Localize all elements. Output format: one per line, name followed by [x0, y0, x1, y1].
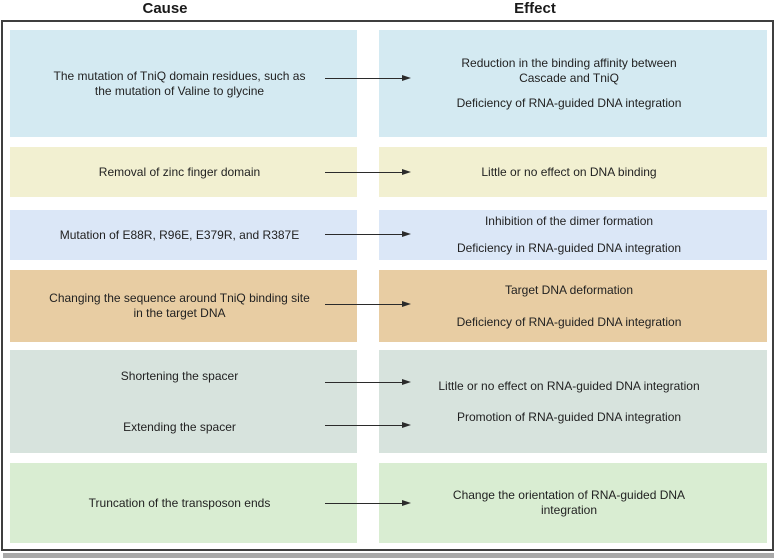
- arrow-shaft: [325, 303, 404, 306]
- arrow-head: [402, 169, 411, 175]
- row-2-effect-box: Little or no effect on DNA binding: [379, 147, 767, 197]
- arrow-shaft: [325, 77, 404, 80]
- effect-text: Promotion of RNA-guided DNA integration: [456, 409, 682, 424]
- arrow-shaft: [325, 424, 404, 427]
- arrow-head: [402, 379, 411, 385]
- right-arrow-icon: [325, 500, 411, 507]
- right-arrow-icon: [325, 75, 411, 82]
- effect-text: Reduction in the binding affinity betwee…: [461, 56, 677, 85]
- cause-text: Removal of zinc finger domain: [98, 164, 261, 179]
- arrow-head: [402, 301, 411, 307]
- arrow-shaft: [325, 381, 404, 384]
- right-arrow-icon: [325, 301, 411, 308]
- right-arrow-icon: [325, 169, 411, 176]
- row-1-cause-box: The mutation of TniQ domain residues, su…: [10, 30, 357, 137]
- row-6-effect-box: Change the orientation of RNA-guided DNA…: [379, 463, 767, 543]
- cause-text: Extending the spacer: [123, 419, 236, 434]
- arrow-head: [402, 75, 411, 81]
- effect-text: Target DNA deformation: [504, 282, 634, 297]
- arrow-shaft: [325, 171, 404, 174]
- row-4-effect-box: Target DNA deformation Deficiency of RNA…: [379, 270, 767, 342]
- row-5-cause-box: Shortening the spacer Extending the spac…: [10, 350, 357, 453]
- row-2-cause-box: Removal of zinc finger domain: [10, 147, 357, 197]
- cause-text: Shortening the spacer: [120, 368, 239, 383]
- cause-text: Changing the sequence around TniQ bindin…: [49, 291, 310, 320]
- row-4-cause-box: Changing the sequence around TniQ bindin…: [10, 270, 357, 342]
- arrow-head: [402, 500, 411, 506]
- arrow-head: [402, 231, 411, 237]
- effect-text: Little or no effect on DNA binding: [481, 164, 657, 179]
- cause-text: The mutation of TniQ domain residues, su…: [53, 68, 306, 98]
- row-5-effect-box: Little or no effect on RNA-guided DNA in…: [379, 350, 767, 453]
- right-arrow-icon: [325, 231, 411, 238]
- cause-text: Mutation of E88R, R96E, E379R, and R387E: [59, 227, 300, 242]
- row-1-effect-box: Reduction in the binding affinity betwee…: [379, 30, 767, 137]
- column-header-effect: Effect: [514, 0, 556, 17]
- cause-text: Truncation of the transposon ends: [88, 495, 271, 510]
- effect-text: Deficiency of RNA-guided DNA integration: [456, 314, 682, 329]
- effect-text: Change the orientation of RNA-guided DNA…: [452, 488, 686, 517]
- effect-text: Deficiency of RNA-guided DNA integration: [456, 96, 682, 110]
- frame-bottom-shadow: [3, 553, 774, 558]
- right-arrow-icon: [325, 379, 411, 386]
- effect-text: Little or no effect on RNA-guided DNA in…: [438, 378, 700, 393]
- arrow-head: [402, 422, 411, 428]
- arrow-shaft: [325, 233, 404, 236]
- arrow-shaft: [325, 502, 404, 505]
- effect-text: Deficiency in RNA-guided DNA integration: [456, 241, 682, 255]
- effect-text: Inhibition of the dimer formation: [484, 214, 654, 228]
- column-header-cause: Cause: [142, 0, 188, 17]
- right-arrow-icon: [325, 422, 411, 429]
- row-6-cause-box: Truncation of the transposon ends: [10, 463, 357, 543]
- row-3-cause-box: Mutation of E88R, R96E, E379R, and R387E: [10, 210, 357, 260]
- row-3-effect-box: Inhibition of the dimer formation Defici…: [379, 210, 767, 260]
